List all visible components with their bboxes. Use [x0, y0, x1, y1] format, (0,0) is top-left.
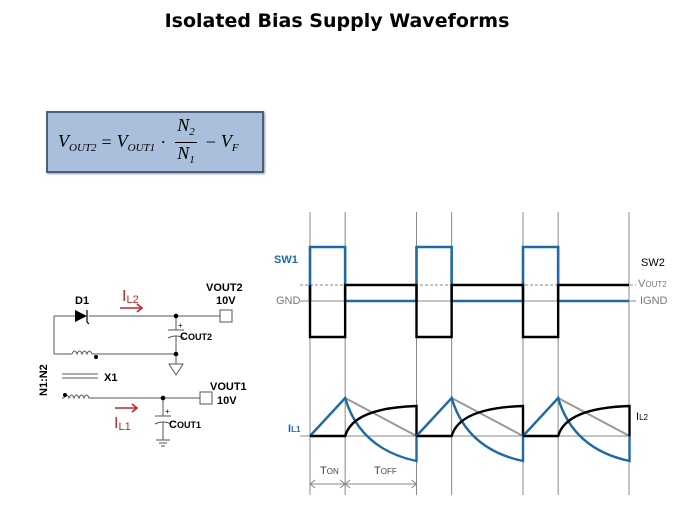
vout1-value: 10V — [217, 395, 237, 407]
turns-ratio-label: N1:N2 — [38, 364, 50, 396]
vout2-wave-label: VOUT2 — [638, 278, 667, 290]
il1-arrow-head — [131, 403, 139, 413]
sw1-trace — [308, 245, 629, 303]
cout2-label: COUT2 — [180, 331, 212, 343]
junction-dot — [173, 313, 179, 319]
sw1-label: SW1 — [274, 254, 298, 266]
cout2-plus: + — [178, 321, 183, 330]
il2-arrow-head — [136, 303, 144, 313]
il1-trace — [415, 395, 525, 463]
vout2-value: 10V — [216, 295, 236, 307]
il1-trace — [309, 395, 418, 463]
isolated-ground-icon — [168, 363, 184, 376]
x1-label: X1 — [104, 372, 117, 384]
toff-label: TOFF — [374, 465, 397, 477]
cout1-plus: + — [165, 407, 170, 416]
cout1-plate — [154, 421, 172, 425]
vout2-terminal — [219, 309, 233, 323]
primary-winding — [63, 394, 92, 400]
formula-vout1: VOUT1 — [116, 130, 156, 154]
formula-denominator: N1 — [177, 142, 195, 166]
diode-icon — [75, 310, 87, 322]
ton-label: TON — [320, 465, 339, 477]
il2-label: IL2 — [122, 288, 139, 306]
gnd-label: GND — [276, 295, 301, 307]
cout2-plate — [167, 335, 185, 339]
sw2-trace — [308, 283, 629, 339]
sw2-label: SW2 — [641, 257, 665, 269]
slide-title: Isolated Bias Supply Waveforms — [164, 10, 510, 32]
junction-dot — [173, 351, 179, 357]
formula-minus: − — [205, 131, 216, 152]
polarity-dot — [63, 393, 67, 397]
il1-label: IL1 — [114, 415, 131, 433]
vout2-label: VOUT2 — [206, 282, 243, 294]
vout1-label: VOUT1 — [210, 381, 247, 393]
polarity-dot — [94, 355, 98, 359]
il2-wave-label: IL2 — [636, 411, 649, 423]
vout1-terminal — [199, 391, 213, 405]
ignd-label: IGND — [640, 295, 668, 307]
cout1-label: COUT1 — [169, 419, 201, 431]
formula-vf: VF — [220, 130, 239, 154]
il1-trace — [522, 395, 631, 463]
formula-dot: · — [160, 131, 167, 152]
vout2-formula: VOUT2 = VOUT1 · N2 N1 − VF — [58, 113, 239, 171]
d1-label: D1 — [75, 295, 89, 307]
il1-wave-label: IL1 — [288, 423, 301, 435]
formula-fraction: N2 N1 — [175, 115, 197, 170]
formula-lhs: VOUT2 — [58, 130, 97, 154]
diode-cathode — [86, 310, 90, 325]
formula-box: VOUT2 = VOUT1 · N2 N1 − VF — [46, 111, 264, 173]
il2-trace — [310, 404, 418, 438]
il2-trace — [523, 404, 631, 438]
il2-trace — [416, 404, 525, 438]
formula-equals: = — [101, 131, 112, 152]
formula-numerator: N2 — [175, 115, 197, 143]
secondary-winding — [71, 350, 93, 356]
dimension-arrow-icon — [344, 479, 418, 489]
junction-dot — [160, 395, 166, 401]
